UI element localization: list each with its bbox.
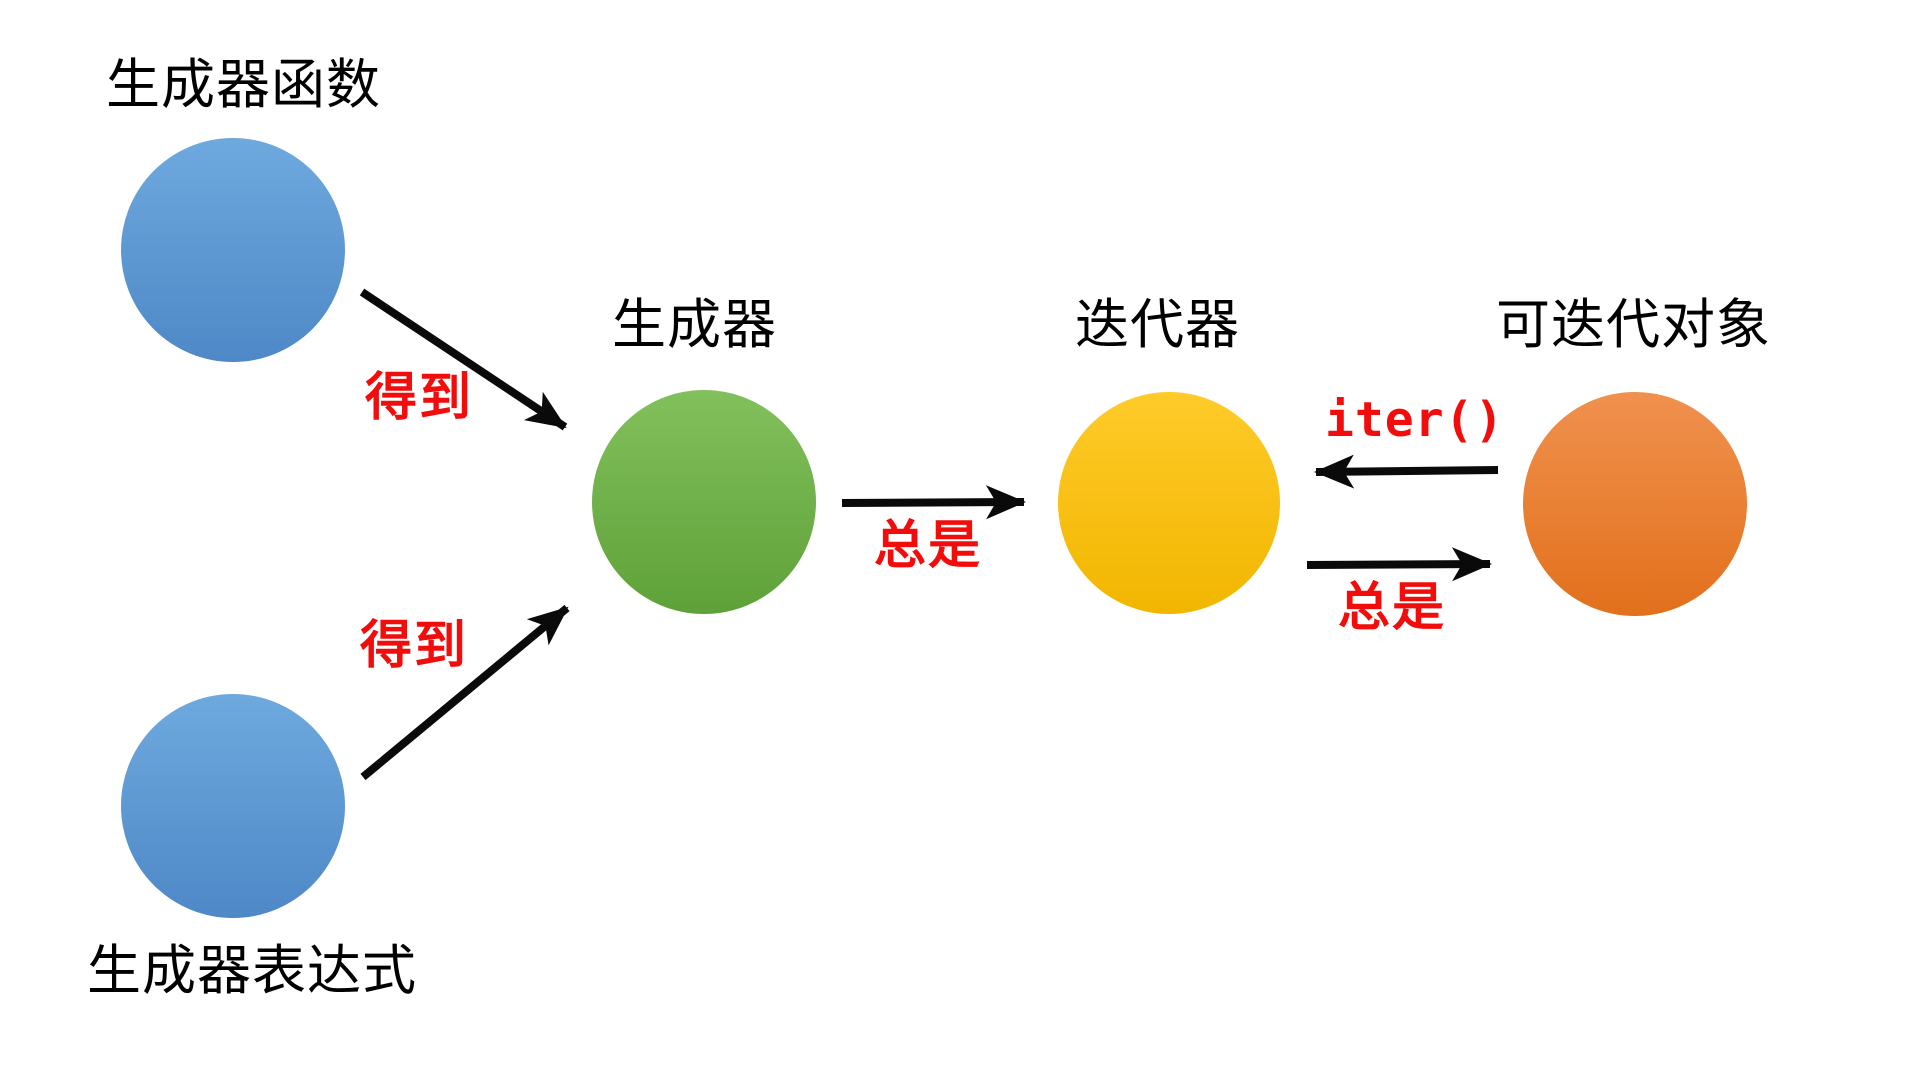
node-generator-expression-label: 生成器表达式 [87, 939, 417, 1002]
edge-iterator-to-iterable-label: 总是 [1338, 578, 1447, 638]
edge-generator-to-iterator-arrow [841, 485, 1026, 520]
node-generator-label: 生成器 [612, 293, 777, 356]
node-iterator-label: 迭代器 [1075, 293, 1240, 356]
edge-function-to-generator-label: 得到 [365, 368, 474, 428]
node-generator-function-label: 生成器函数 [106, 53, 381, 116]
node-generator-function-circle [121, 138, 345, 362]
node-iterator-circle [1058, 392, 1280, 614]
node-generator-expression-circle [121, 694, 345, 918]
edge-generator-to-iterator-label: 总是 [874, 516, 983, 576]
edge-iterable-to-iterator-label: iter() [1325, 392, 1505, 448]
edge-iterator-to-iterable-arrow [1306, 547, 1492, 582]
edge-expression-to-generator-label: 得到 [360, 616, 469, 676]
node-iterable-object-circle [1523, 392, 1747, 616]
node-generator-circle [592, 390, 816, 614]
edge-iterable-to-iterator-arrow [1314, 454, 1499, 489]
node-iterable-object-label: 可迭代对象 [1496, 293, 1771, 356]
